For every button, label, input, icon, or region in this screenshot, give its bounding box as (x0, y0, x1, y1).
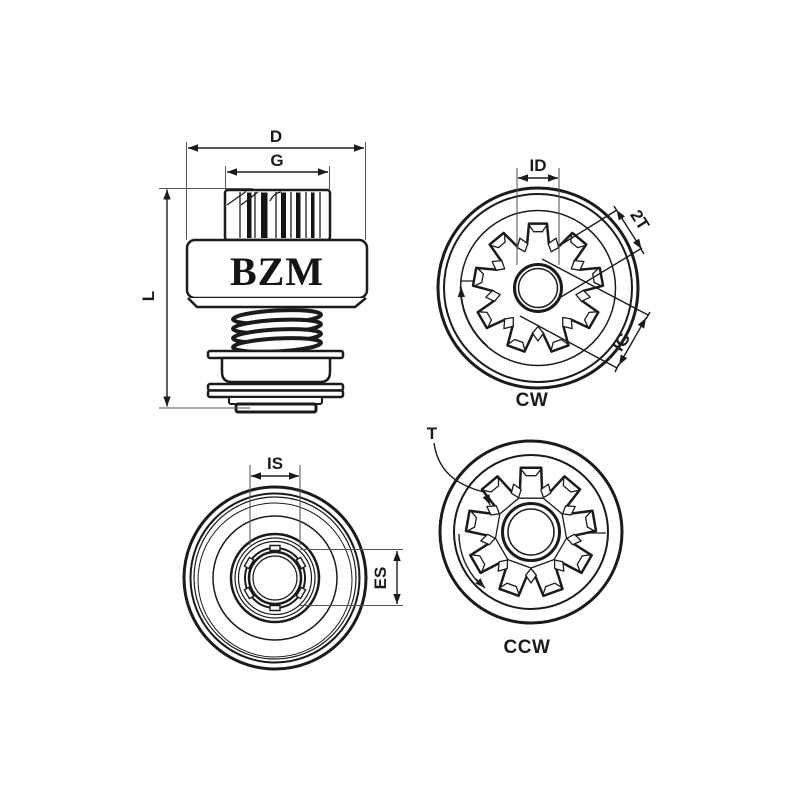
spline-ring (243, 544, 307, 612)
arrowhead (475, 578, 485, 588)
arrowhead (393, 551, 401, 561)
spline-tab (295, 586, 307, 600)
arrowhead (227, 168, 237, 176)
dim-label-ID: ID (530, 156, 547, 175)
rotation-caption-cw: CW (516, 390, 549, 411)
arrowhead (637, 318, 646, 329)
cw-front-view-drawing: ID 2T IG CW (436, 156, 653, 411)
retainer-washers-bottom (206, 382, 345, 399)
dim-label-G: G (270, 151, 283, 170)
dim-label-D: D (270, 127, 282, 146)
arrowhead (251, 472, 261, 480)
g-dimension: G (224, 151, 331, 191)
arrowhead (318, 168, 328, 176)
clutch-spring (231, 308, 323, 354)
drive-body: BZM (185, 238, 369, 309)
pulley-cup (220, 356, 332, 384)
rear-view-drawing: IS ES (182, 454, 403, 671)
spline-tab (243, 586, 255, 600)
id-dimension: ID (516, 156, 560, 265)
l-dimension: L (139, 187, 253, 409)
arrowhead (188, 144, 198, 152)
d-dimension: D (185, 127, 367, 240)
pinion-side-profile (223, 188, 332, 242)
ccw-rotation-arrow (458, 533, 486, 589)
ccw-front-view-drawing: T CCW (427, 424, 624, 658)
cw-rotation-arrow (457, 286, 488, 347)
dim-label-IG: IG (609, 329, 635, 354)
arrowhead (482, 494, 490, 505)
rotation-caption-ccw: CCW (504, 637, 551, 658)
spline-tab (295, 556, 307, 570)
arrowhead (548, 174, 558, 182)
splined-bore (501, 502, 561, 562)
arrowhead (163, 189, 171, 200)
side-view-drawing: BZM D G L (139, 127, 369, 414)
es-dimension: ES (300, 548, 403, 607)
is-dimension: IS (249, 454, 301, 545)
brand-label-bzm: BZM (230, 249, 324, 294)
arrowhead (616, 210, 625, 221)
dim-label-T: T (427, 424, 438, 443)
spline-tab (269, 604, 281, 612)
dim-label-ES: ES (371, 567, 390, 590)
arrowhead (518, 174, 528, 182)
shaft-collar (228, 396, 323, 414)
arrowhead (354, 144, 364, 152)
spline-tab (269, 544, 281, 552)
pulley-rings (182, 485, 368, 671)
arrowhead (163, 396, 171, 407)
dim-label-IS: IS (267, 454, 283, 473)
arrowhead (289, 472, 299, 480)
dim-label-L: L (139, 291, 158, 301)
spline-tab (243, 556, 255, 570)
dim-label-2T: 2T (626, 207, 653, 235)
splined-bore (513, 263, 563, 313)
arrowhead (457, 287, 466, 298)
arrowhead (393, 594, 401, 604)
arrowhead (633, 238, 642, 249)
arrowhead (619, 354, 628, 365)
t-leader: T (427, 424, 491, 506)
